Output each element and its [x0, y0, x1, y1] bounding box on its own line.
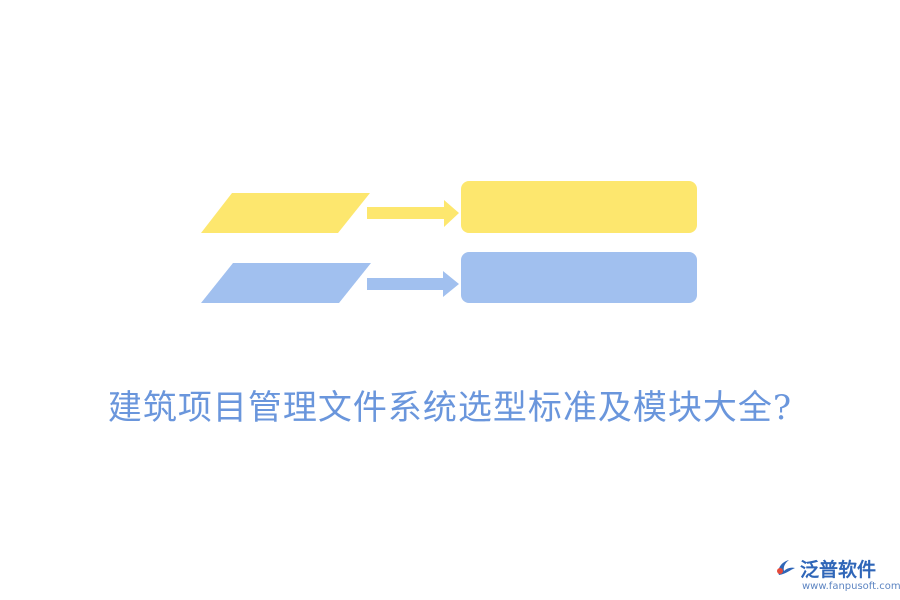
blue-arrow [367, 271, 459, 297]
fanpu-logo-icon [777, 560, 795, 575]
logo: 泛普软件 www.fanpusoft.com [775, 553, 900, 597]
yellow-rounded-box [461, 181, 697, 233]
logo-url: www.fanpusoft.com [802, 581, 900, 592]
page-title: 建筑项目管理文件系统选型标准及模块大全? [107, 388, 793, 428]
blue-parallelogram [201, 263, 371, 303]
yellow-arrow [367, 200, 459, 227]
blue-rounded-box [461, 252, 697, 303]
yellow-parallelogram [201, 193, 370, 233]
logo-name: 泛普软件 [800, 559, 877, 581]
